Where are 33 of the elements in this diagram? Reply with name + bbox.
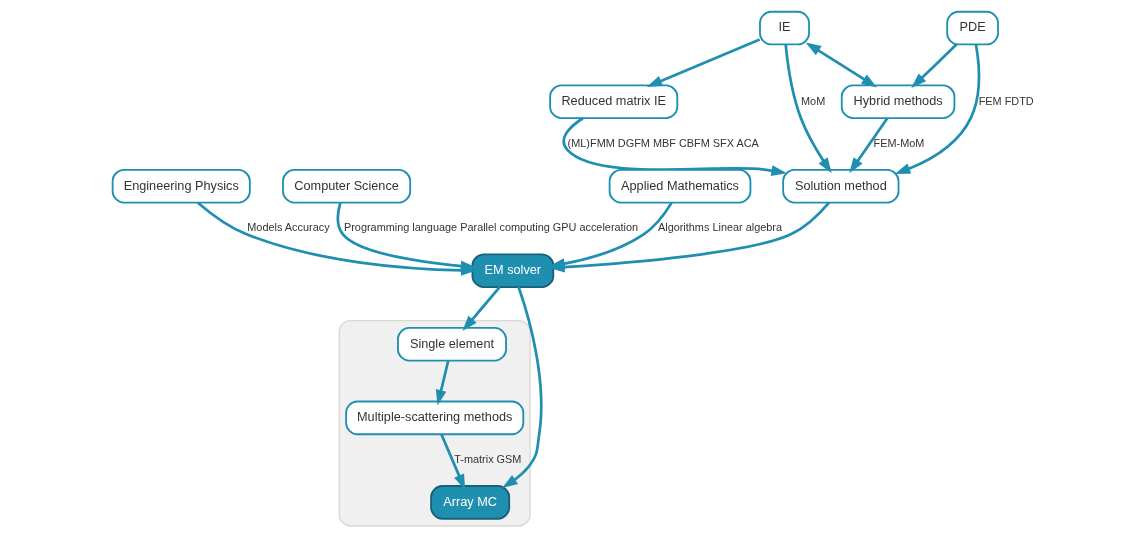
- node-box: Computer Science: [281, 168, 411, 204]
- arrow: [894, 44, 980, 174]
- arrow: [336, 202, 476, 272]
- arrow: [783, 44, 832, 174]
- node-box: Single element: [396, 327, 507, 362]
- node-box: Solution method: [781, 168, 899, 204]
- node-box: Hybrid methods: [840, 84, 955, 119]
- node-box: Reduced matrix IE: [548, 84, 678, 119]
- edge-label: FEM FDTD: [978, 94, 1034, 107]
- node-box: EM solver: [471, 253, 554, 288]
- edge-label: Programming language Parallel computing GPU acceleration: [343, 221, 638, 234]
- arrow: [910, 43, 957, 89]
- arrow: [561, 117, 787, 176]
- node-box: Multiple-scattering methods: [344, 400, 524, 436]
- cluster: [338, 319, 531, 527]
- arrow: [439, 433, 465, 490]
- arrow: [805, 42, 877, 88]
- edge-label: (ML)FMM DGFM MBF CBFM SFX ACA: [567, 136, 759, 149]
- edge-label: T-matrix GSM: [453, 452, 521, 465]
- node-box: IE: [758, 10, 810, 46]
- edge-label: FEM-MoM: [873, 136, 924, 149]
- edge-label: Algorithms Linear algebra: [657, 221, 782, 234]
- node-box: Array MC: [429, 485, 510, 520]
- edge-label: Models Accuracy: [246, 221, 330, 234]
- node-box: Engineering Physics: [111, 168, 251, 204]
- arrow: [462, 286, 501, 331]
- node-box: Applied Mathematics: [608, 168, 751, 204]
- arrow: [646, 38, 760, 87]
- arrow: [848, 117, 888, 174]
- arrow: [435, 360, 450, 406]
- edge-label: MoM: [800, 94, 825, 107]
- node-box: PDE: [945, 10, 999, 46]
- arrow: [501, 286, 543, 489]
